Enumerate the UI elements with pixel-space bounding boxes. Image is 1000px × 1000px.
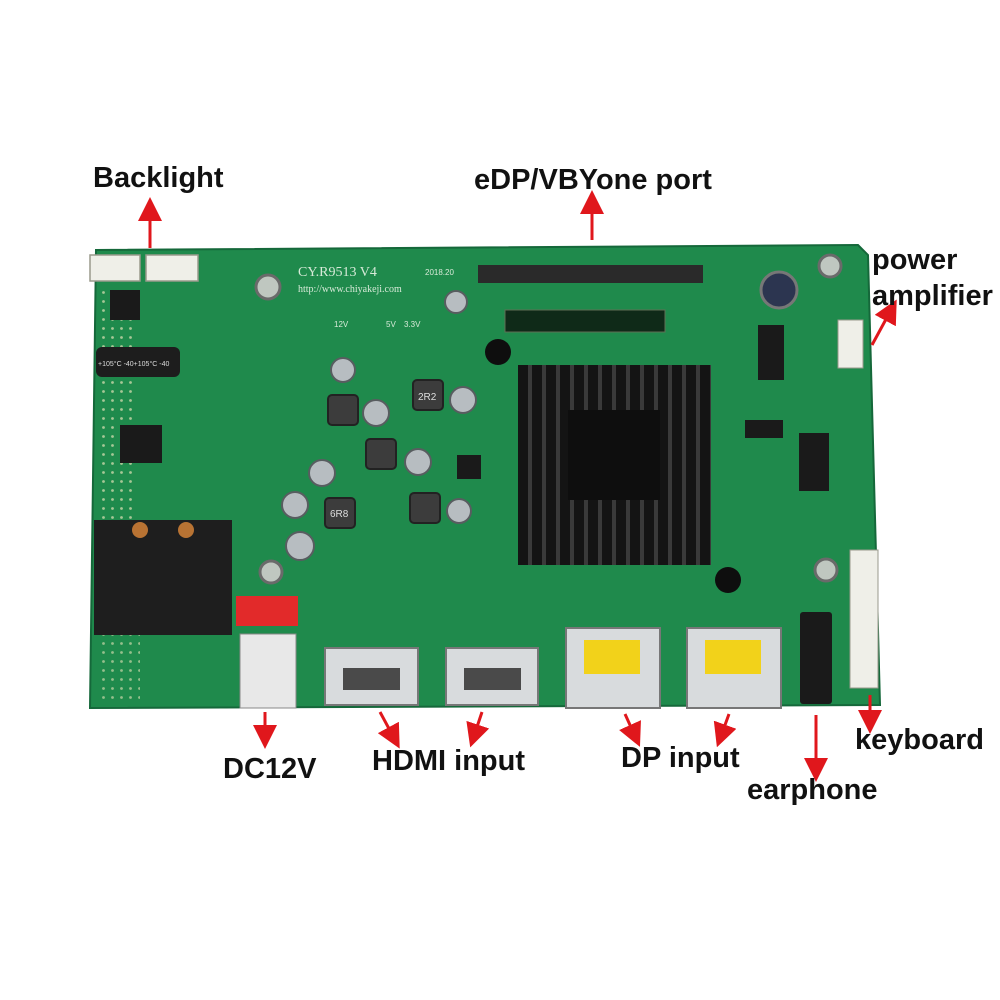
pcb-board [88,243,882,710]
power-amp-label-2: amplifier [872,280,993,312]
via-grid-bottom [98,630,140,700]
inductors [324,379,444,529]
inductor-mark: 2R2 [418,392,437,403]
mounting-holes [254,253,843,585]
jumper-5v: 5V [386,320,396,329]
power-amp-arrow [870,299,897,346]
ics [110,290,829,491]
hdmi-arrow-2 [466,711,490,748]
electrolytic-cap [96,347,180,377]
board-date: 2018.20 [425,268,454,277]
board-url: http://www.chiyakeji.com [298,284,402,295]
edp-header [504,309,666,333]
edp-connector [478,265,703,283]
edp-port-label: eDP/VBYone port [474,164,712,196]
jumper-12v: 12V [334,320,349,329]
capacitors [281,290,477,561]
dc-jack [239,633,297,709]
board-model: CY.R9513 V4 [298,265,377,280]
inductor-mark-2: 6R8 [330,509,349,520]
audio-cap [759,270,799,310]
dp-arrow-2 [713,713,737,748]
heatsink [485,339,741,593]
transformer [94,520,232,635]
hdmi-arrow-1 [377,711,400,749]
via-grid-left [97,285,133,525]
keyboard-label: keyboard [855,724,984,756]
dp-ports [565,627,782,709]
backlight-connector [89,254,199,282]
dc12v-label: DC12V [223,753,317,785]
keyboard-connector [849,549,879,689]
power-amp-label-1: power [872,244,958,276]
dc-red-connector [236,596,298,626]
power-amp-connector [837,319,864,369]
dp-input-label: DP input [621,742,740,774]
hdmi-input-label: HDMI input [372,745,526,777]
jumper-33v: 3.3V [404,320,421,329]
earphone-jack [800,612,832,704]
cap-mark: +105°C -40+105°C -40 [98,360,169,368]
earphone-label: earphone [747,774,878,806]
dp-arrow-1 [619,713,641,747]
backlight-label: Backlight [93,162,224,194]
